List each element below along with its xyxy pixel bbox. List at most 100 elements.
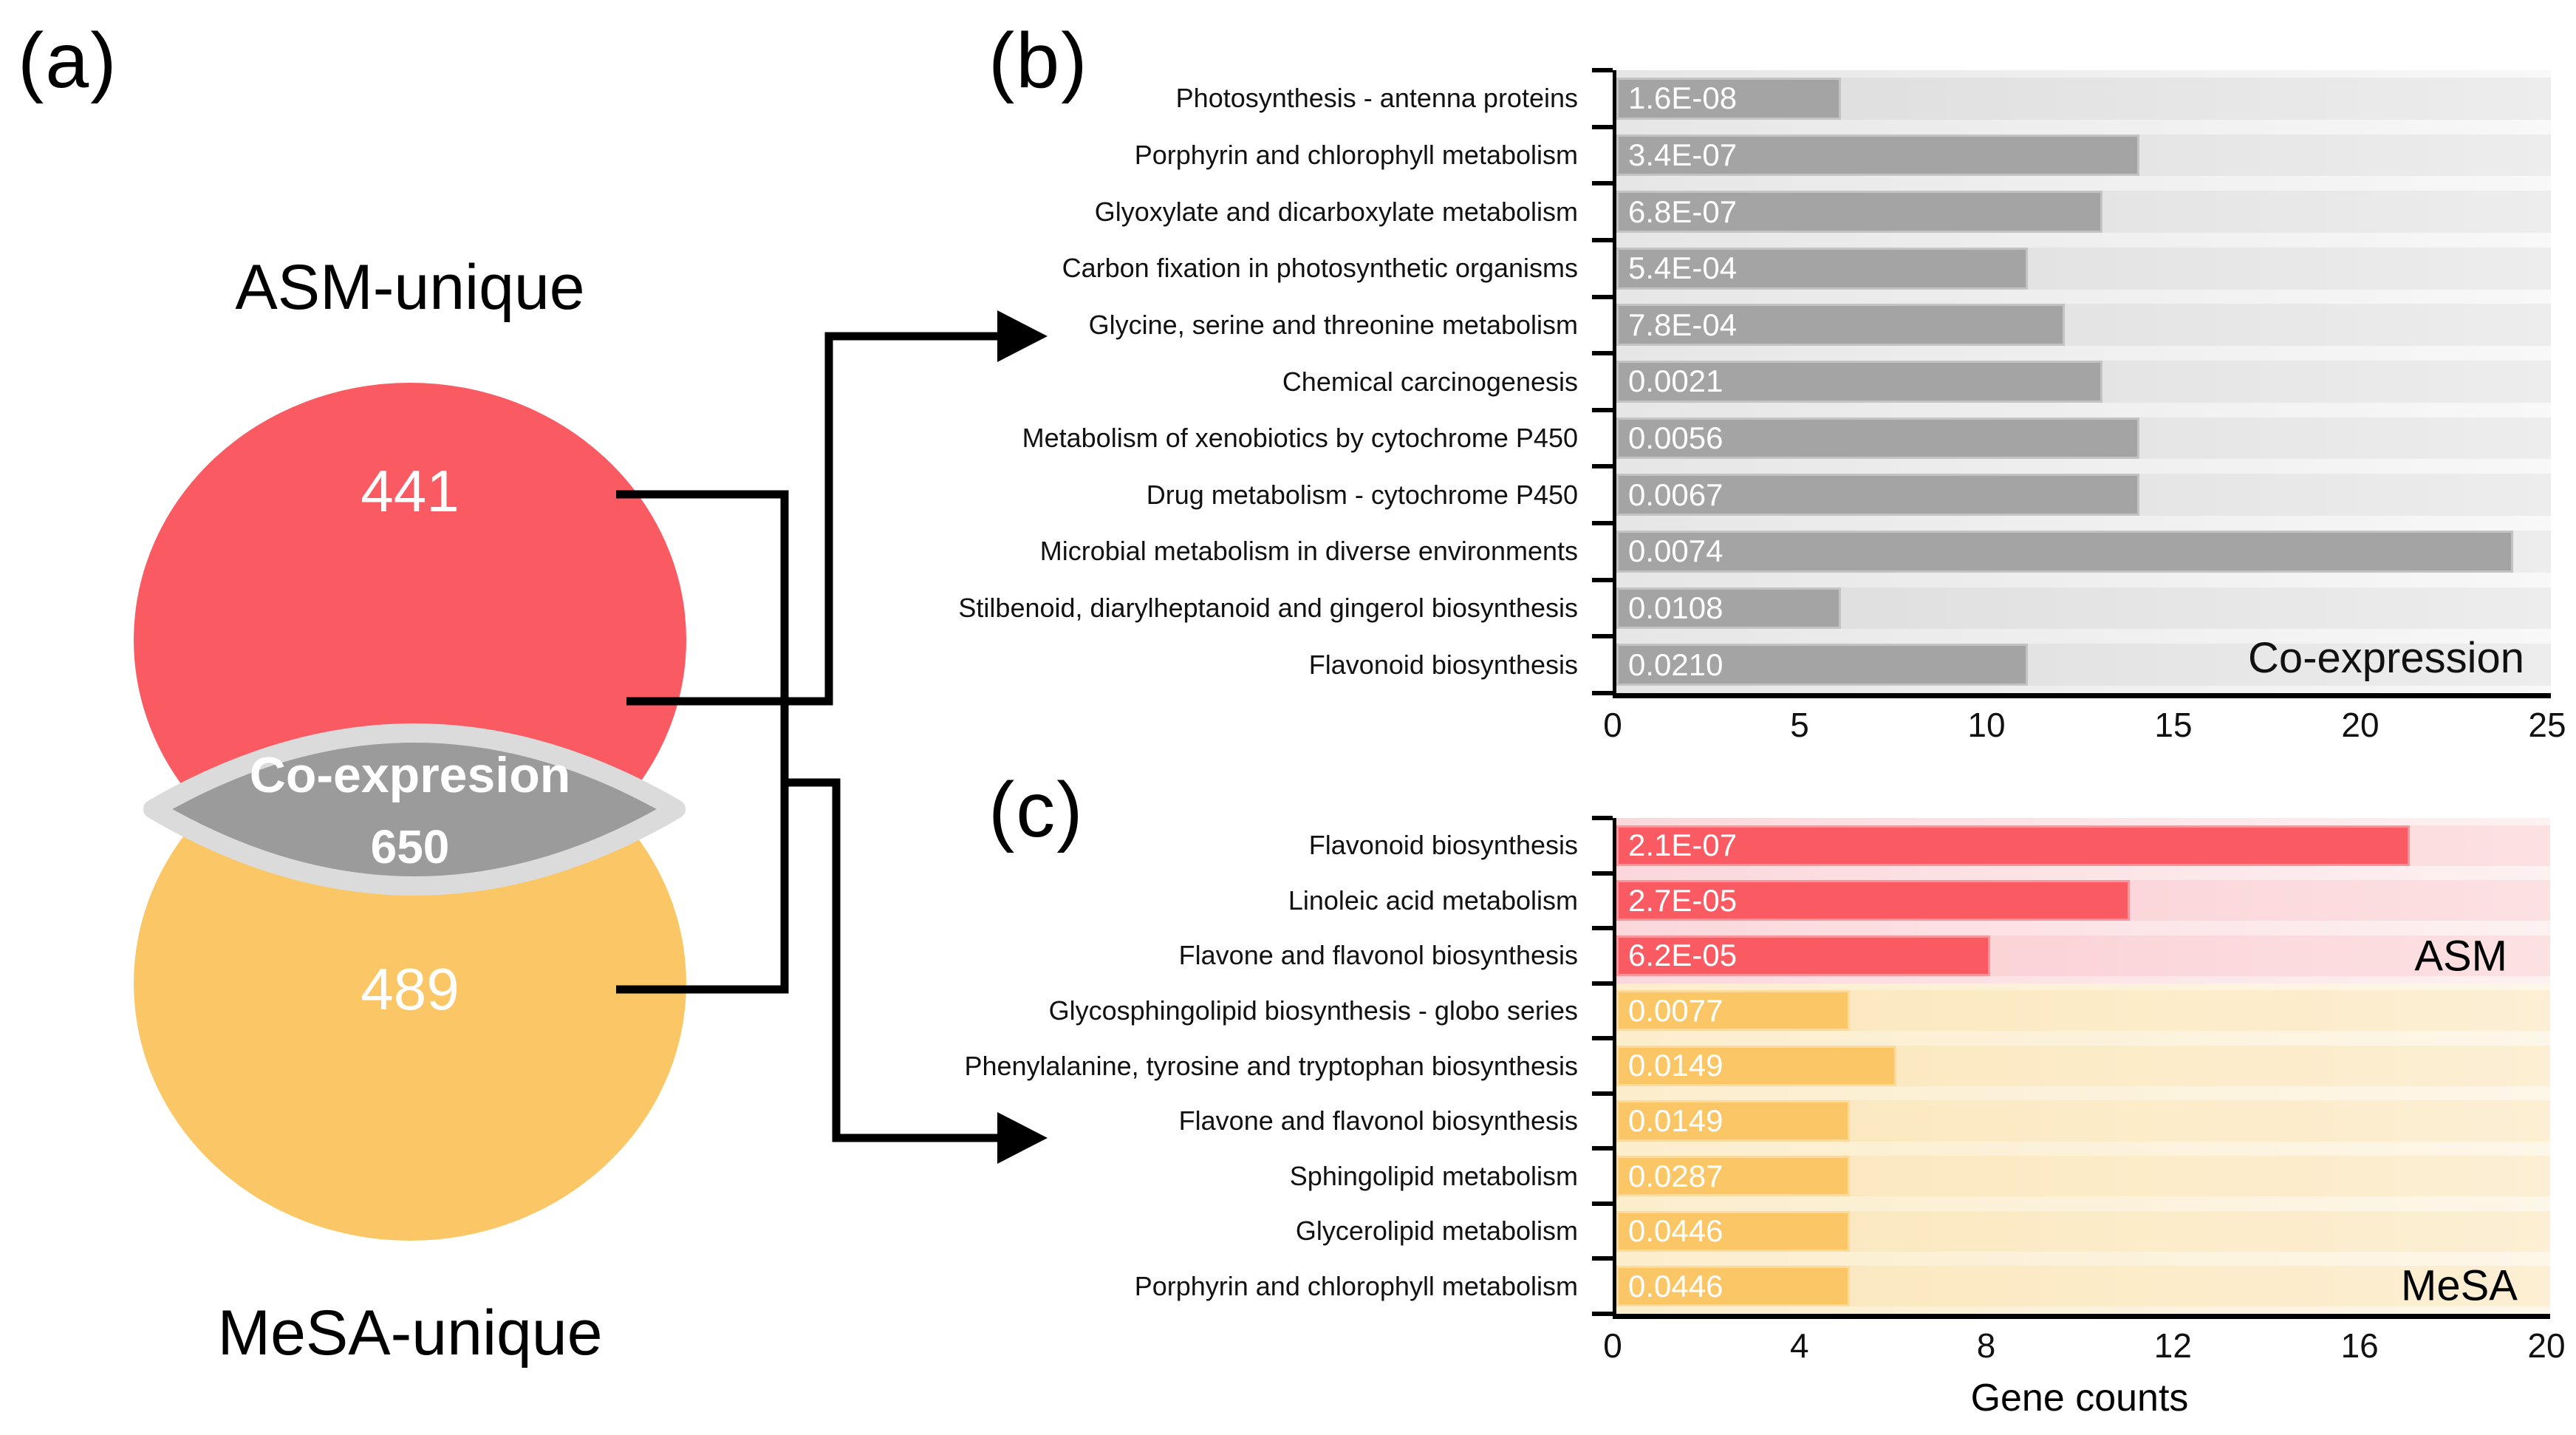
overlap-count: 650 bbox=[371, 820, 450, 873]
bar-value-label: 0.0446 bbox=[1628, 1268, 1723, 1303]
category-label: Photosynthesis - antenna proteins bbox=[1175, 83, 1578, 114]
bar-value-label: 0.0446 bbox=[1628, 1213, 1723, 1249]
bar-row: 0.0056 bbox=[1616, 410, 2551, 467]
bar-value-label: 0.0074 bbox=[1628, 534, 1723, 569]
bar: 0.0077 bbox=[1616, 990, 1850, 1032]
bar: 3.4E-07 bbox=[1616, 134, 2140, 177]
x-axis-tick-label: 25 bbox=[2528, 706, 2566, 744]
category-label: Metabolism of xenobiotics by cytochrome … bbox=[1022, 423, 1578, 454]
bar: 0.0149 bbox=[1616, 1100, 1850, 1142]
category-label: Flavone and flavonol biosynthesis bbox=[1178, 1105, 1578, 1136]
overlap-label: Co-expresion bbox=[250, 747, 571, 803]
overlap-lens bbox=[143, 723, 686, 896]
bar-row: 1.6E-08 bbox=[1616, 70, 2551, 127]
y-axis-tick bbox=[1592, 1091, 1613, 1096]
bar-row: 7.8E-04 bbox=[1616, 297, 2551, 354]
category-label: Carbon fixation in photosynthetic organi… bbox=[1062, 253, 1578, 284]
bar-value-label: 7.8E-04 bbox=[1628, 307, 1738, 342]
bar-row: 3.4E-07 bbox=[1616, 127, 2551, 184]
y-axis-tick bbox=[1592, 294, 1613, 299]
y-axis-tick bbox=[1592, 981, 1613, 986]
bar-value-label: 1.6E-08 bbox=[1628, 81, 1738, 116]
bar: 0.0108 bbox=[1616, 587, 1841, 630]
y-axis-tick bbox=[1592, 691, 1613, 695]
bar-row: 2.1E-07 bbox=[1616, 818, 2550, 873]
bar: 6.8E-07 bbox=[1616, 191, 2102, 233]
chart-b-legend: Co-expression bbox=[2248, 634, 2524, 682]
category-label: Porphyrin and chlorophyll metabolism bbox=[1134, 139, 1578, 170]
panel-c-letter: (c) bbox=[988, 766, 1084, 853]
y-axis-tick bbox=[1592, 816, 1613, 820]
bar-value-label: 6.2E-05 bbox=[1628, 938, 1738, 973]
y-axis-tick bbox=[1592, 351, 1613, 356]
y-axis-tick bbox=[1592, 870, 1613, 876]
bar: 0.0056 bbox=[1616, 417, 2140, 460]
bar-row: 0.0067 bbox=[1616, 466, 2551, 523]
bar: 0.0446 bbox=[1616, 1266, 1850, 1307]
bar-row: 0.0149 bbox=[1616, 1094, 2550, 1149]
category-label: Flavonoid biosynthesis bbox=[1308, 830, 1578, 861]
chart-c-x-axis-title: Gene counts bbox=[1970, 1377, 2189, 1419]
category-label: Phenylalanine, tyrosine and tryptophan b… bbox=[964, 1050, 1578, 1081]
bar: 0.0021 bbox=[1616, 361, 2102, 403]
bar: 2.1E-07 bbox=[1616, 825, 2411, 866]
y-axis-tick bbox=[1592, 1201, 1613, 1206]
bar: 0.0067 bbox=[1616, 474, 2140, 517]
y-axis-tick bbox=[1592, 1312, 1613, 1316]
y-axis-tick bbox=[1592, 237, 1613, 242]
bar-value-label: 0.0210 bbox=[1628, 647, 1723, 682]
panel-b-letter: (b) bbox=[988, 17, 1089, 104]
arrow-to-panel-b-icon bbox=[997, 310, 1048, 362]
mesa-title: MeSA-unique bbox=[217, 1298, 602, 1368]
bar-value-label: 0.0149 bbox=[1628, 1103, 1723, 1138]
y-axis-tick bbox=[1592, 634, 1613, 639]
bar-value-label: 0.0149 bbox=[1628, 1048, 1723, 1083]
bar: 1.6E-08 bbox=[1616, 77, 1841, 120]
bar-row: 6.2E-05 bbox=[1616, 928, 2550, 984]
bar-value-label: 2.1E-07 bbox=[1628, 828, 1738, 863]
y-axis-tick bbox=[1592, 68, 1613, 72]
bar-value-label: 5.4E-04 bbox=[1628, 250, 1738, 286]
bar: 0.0149 bbox=[1616, 1045, 1897, 1087]
bar: 0.0210 bbox=[1616, 644, 2028, 686]
bar-row: 5.4E-04 bbox=[1616, 240, 2551, 297]
x-axis-tick-label: 8 bbox=[1976, 1326, 1996, 1365]
bar: 0.0287 bbox=[1616, 1155, 1850, 1197]
bar-value-label: 0.0108 bbox=[1628, 590, 1723, 625]
bar: 5.4E-04 bbox=[1616, 247, 2028, 290]
asm-count: 441 bbox=[361, 458, 459, 524]
category-label: Porphyrin and chlorophyll metabolism bbox=[1134, 1270, 1578, 1301]
y-axis-tick bbox=[1592, 407, 1613, 412]
x-axis-tick-label: 10 bbox=[1967, 706, 2006, 744]
bar: 0.0074 bbox=[1616, 530, 2514, 573]
bar-value-label: 0.0056 bbox=[1628, 420, 1723, 456]
x-axis-tick-label: 4 bbox=[1790, 1326, 1809, 1365]
bar-value-label: 0.0021 bbox=[1628, 364, 1723, 399]
y-axis-tick bbox=[1592, 521, 1613, 526]
y-axis-tick bbox=[1592, 1036, 1613, 1041]
y-axis-tick bbox=[1592, 181, 1613, 186]
y-axis-tick bbox=[1592, 124, 1613, 129]
overlap-to-panel-b-line bbox=[626, 332, 1002, 706]
bar-row: 0.0446 bbox=[1616, 1258, 2550, 1314]
y-axis-tick bbox=[1592, 1256, 1613, 1261]
bar-row: 0.0021 bbox=[1616, 353, 2551, 410]
bar-row: 0.0210 bbox=[1616, 636, 2551, 693]
bar-row: 0.0077 bbox=[1616, 984, 2550, 1039]
bar-row: 0.0149 bbox=[1616, 1038, 2550, 1094]
y-axis-tick bbox=[1592, 464, 1613, 469]
category-label: Chemical carcinogenesis bbox=[1282, 366, 1578, 397]
union-bracket-line bbox=[616, 490, 789, 994]
bar-row: 0.0287 bbox=[1616, 1148, 2550, 1204]
mesa-count: 489 bbox=[361, 956, 459, 1022]
bar-row: 0.0108 bbox=[1616, 580, 2551, 637]
bar: 0.0446 bbox=[1616, 1210, 1850, 1252]
arrow-to-panel-c-icon bbox=[997, 1112, 1048, 1164]
category-label: Glycerolipid metabolism bbox=[1295, 1216, 1578, 1247]
x-axis-tick-label: 12 bbox=[2153, 1326, 2192, 1365]
category-label: Linoleic acid metabolism bbox=[1288, 884, 1578, 916]
bar-row: 0.0074 bbox=[1616, 523, 2551, 580]
